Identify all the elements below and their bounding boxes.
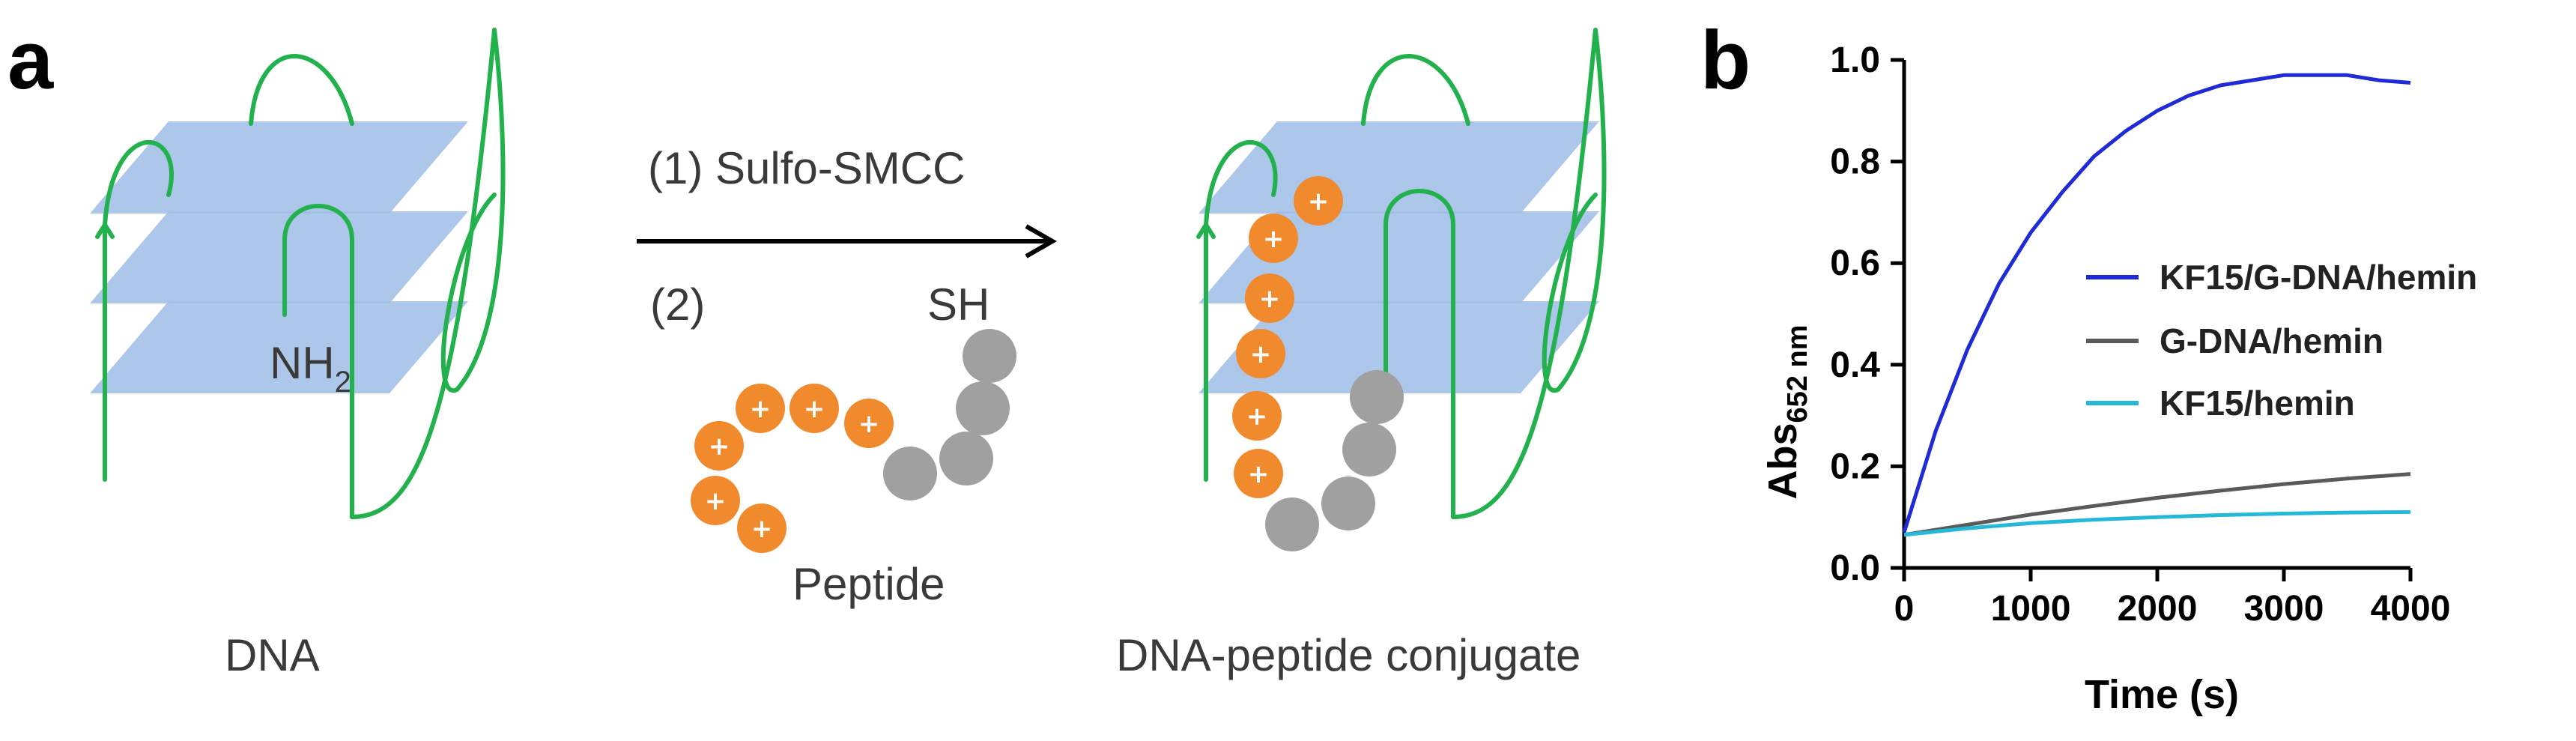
svg-text:+: + (1263, 224, 1285, 254)
cationic-bead: + (1249, 214, 1298, 263)
x-tick-label: 4000 (2371, 589, 2451, 629)
svg-text:+: + (751, 514, 773, 544)
peptide: + + + + + + (691, 329, 1016, 553)
dna-strand-loop-1 (103, 139, 174, 227)
peptide-cationic-chain: + + + + + + (691, 384, 894, 553)
svg-text:+: + (1246, 402, 1268, 432)
series-line-2 (1903, 472, 2411, 537)
reaction-arrow (637, 224, 1058, 258)
g-quartet-plane-top (90, 121, 468, 214)
conjugate-label: DNA-peptide conjugate (1116, 630, 1581, 680)
y-axis-title: Abs652 nm (1760, 325, 1813, 500)
x-tick-label: 2000 (2118, 589, 2198, 629)
conjugate-cationic-chain: + + + + + + (1232, 176, 1343, 498)
g-quartet-plane-bottom (1198, 301, 1599, 393)
svg-text:+: + (709, 432, 730, 462)
peptide-bead-neutral (883, 447, 937, 500)
step-1-label: (1) Sulfo-SMCC (648, 143, 965, 193)
peptide-bead-neutral (1342, 423, 1396, 477)
x-axis-ticks: 0 1000 2000 3000 4000 (1894, 568, 2451, 629)
dna-peptide-conjugate: + + + + + + (1196, 28, 1607, 551)
dna-strand-loop-inner (1384, 189, 1455, 519)
dna-g-quadruplex: NH2 (90, 28, 506, 519)
dna-strand-loop-2 (249, 54, 354, 126)
cationic-bead: + (737, 503, 787, 553)
svg-text:+: + (750, 394, 772, 424)
panel-a-letter: a (7, 14, 54, 106)
svg-text:+: + (804, 394, 825, 424)
dna-label: DNA (225, 630, 320, 680)
dna-strand-loop-2 (1361, 54, 1470, 126)
x-tick-label: 0 (1894, 589, 1915, 629)
peptide-thiol-chain (883, 329, 1016, 500)
dna-strand-loop-long (1451, 28, 1598, 519)
y-tick-label: 0.8 (1830, 142, 1880, 182)
svg-text:+: + (1308, 187, 1330, 217)
nh2-label: NH2 (270, 338, 351, 399)
x-tick-label: 3000 (2244, 589, 2324, 629)
g-quartet-plane-bottom (90, 301, 468, 393)
y-tick-label: 0.2 (1830, 447, 1880, 486)
g-quartet-plane-middle (1198, 211, 1599, 303)
legend-label-1: KF15/G-DNA/hemin (2160, 258, 2477, 297)
svg-text:+: + (1259, 284, 1281, 314)
g-quartet-planes (90, 121, 468, 393)
legend-label-2: G-DNA/hemin (2160, 321, 2383, 360)
x-axis-title: Time (s) (2085, 672, 2239, 717)
peptide-bead-neutral (1350, 370, 1404, 424)
cationic-bead: + (1294, 176, 1343, 226)
absorbance-chart: 0.0 0.2 0.4 0.6 0.8 1.0 0 1000 2000 3000 4000 KF1… (1760, 40, 2477, 717)
series-lines (1902, 73, 2411, 537)
step-2-label: (2) (650, 279, 705, 330)
cationic-bead: + (790, 384, 839, 433)
conjugate-thiol-chain (1265, 370, 1404, 551)
dna-strand-loop-right (1542, 28, 1607, 393)
cationic-bead: + (1236, 329, 1285, 378)
svg-text:+: + (1248, 459, 1270, 489)
svg-text:+: + (1250, 339, 1272, 369)
g-quartet-plane-middle (90, 211, 468, 303)
peptide-label: Peptide (793, 559, 945, 609)
peptide-bead-neutral (956, 381, 1010, 435)
peptide-bead-neutral (939, 432, 993, 486)
dna-strand-loop-1 (1204, 139, 1278, 227)
cationic-bead: + (691, 476, 740, 525)
peptide-bead-neutral (963, 329, 1016, 383)
legend-label-3: KF15/hemin (2160, 384, 2355, 423)
dna-strand (95, 28, 506, 519)
x-tick-label: 1000 (1991, 589, 2071, 629)
y-axis-ticks: 0.0 0.2 0.4 0.6 0.8 1.0 (1830, 40, 1904, 588)
panel-b-letter: b (1700, 14, 1751, 106)
y-tick-label: 0.6 (1830, 244, 1880, 283)
series-line-1 (1902, 73, 2411, 533)
sh-label: SH (927, 279, 990, 330)
peptide-bead-neutral (1265, 497, 1319, 551)
cationic-bead: + (1232, 391, 1282, 441)
y-tick-label: 1.0 (1830, 40, 1880, 80)
svg-text:+: + (705, 486, 727, 516)
cationic-bead: + (694, 421, 744, 471)
dna-strand-loop-inner (282, 204, 354, 519)
svg-text:+: + (858, 409, 880, 439)
series-line-3 (1903, 509, 2411, 537)
peptide-bead-neutral (1321, 477, 1375, 530)
cationic-bead: + (844, 399, 894, 448)
conjugate-dna-strand (1196, 28, 1607, 519)
dna-strand-loop-long (350, 28, 497, 519)
cationic-bead: + (736, 384, 785, 433)
dna-strand-loop-right (440, 28, 506, 393)
y-tick-label: 0.0 (1830, 548, 1880, 588)
cationic-bead: + (1234, 449, 1283, 498)
cationic-bead: + (1245, 273, 1294, 323)
y-tick-label: 0.4 (1830, 345, 1880, 385)
